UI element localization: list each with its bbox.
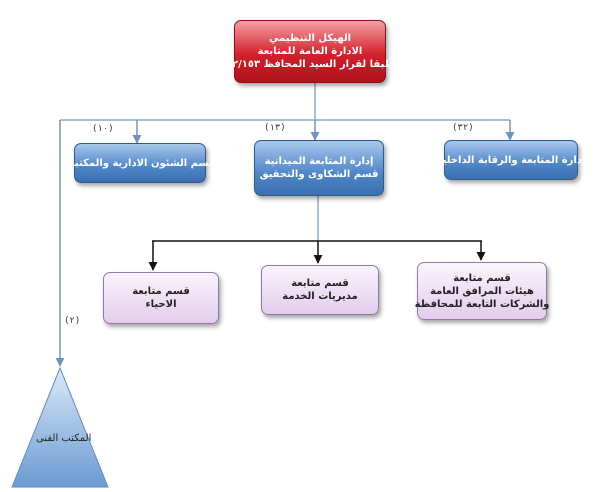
districts-dept-line1: قسم متابعة [132,286,190,297]
technical-office-label: المكتب الفنى [36,433,92,444]
districts-dept-line2: الاحياء [145,299,177,310]
top-box-line1: الهيكل التنظيمي [268,33,352,44]
top-box: الهيكل التنظيمي الادارة العامة للمتابعة … [226,20,394,83]
public-utilities-box: قسم متابعة هيئات المرافق العامة والشركات… [414,262,550,320]
public-utilities-line1: قسم متابعة [453,272,511,284]
admin-affairs-label: قسم الشئون الادارية والمكتبية [64,157,216,169]
service-directorates-line1: قسم متابعة [291,278,349,289]
top-box-line2: الادارة العامة للمتابعة [257,46,363,57]
technical-office-triangle [11,366,109,488]
count-left-box: (١٠) [92,124,114,134]
internal-control-box: إدارة المتابعة والرقابة الداخلية [437,140,585,180]
service-directorates-box: قسم متابعة مديريات الخدمة [261,265,379,315]
public-utilities-line2: هيئات المرافق العامة [430,285,534,297]
top-box-line3: طبقا لقرار السيد المحافظ ٨٢/١٥٣ [225,59,395,70]
admin-affairs-box: قسم الشئون الادارية والمكتبية [65,143,215,183]
districts-dept-box: قسم متابعة الاحياء [103,272,219,324]
field-monitoring-line1: إدارة المتابعة الميدانية [264,156,374,167]
count-middle-box: (١٣) [264,123,286,133]
field-monitoring-box: إدارة المتابعة الميدانية قسم الشكاوى وال… [254,140,384,196]
count-right-box: (٣٢) [452,123,474,133]
field-monitoring-line2: قسم الشكاوى والتحقيق [259,169,379,180]
service-directorates-line2: مديريات الخدمة [282,291,358,302]
count-technical-office: (٢) [64,316,81,326]
internal-control-label: إدارة المتابعة والرقابة الداخلية [436,154,586,166]
public-utilities-line3: والشركات التابعة للمحافظة [414,298,550,310]
